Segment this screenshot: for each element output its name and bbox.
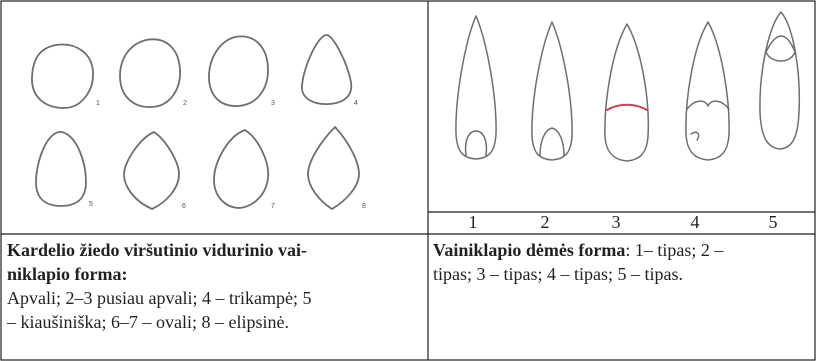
spot-shape-caption: Vainiklapio dėmės forma: 1– tipas; 2 – t… [433, 238, 813, 286]
spot-type-1 [456, 16, 496, 159]
caption-title-line-2: niklapio forma: [7, 264, 128, 284]
petal-spot-figure [429, 2, 815, 211]
petal-shape-round [32, 45, 93, 108]
caption-body-line-2: – kiaušiniška; 6–7 – ovali; 8 – elipsinė… [7, 310, 425, 334]
caption-body-line-1: Apvali; 2–3 pusiau apvali; 4 – trikampė;… [7, 286, 425, 310]
spot-number-5: 5 [758, 212, 788, 233]
petal-shapes-figure: 1 2 3 4 5 6 7 8 [2, 2, 427, 233]
petal-shape-caption: Kardelio žiedo viršutinio vidurinio vai-… [7, 238, 425, 334]
spot-type-3 [605, 24, 648, 161]
caption-title-line-1: Kardelio žiedo viršutinio vidurinio vai- [7, 240, 307, 260]
shape-number-1: 1 [96, 100, 100, 107]
petal-shape-semi-round-b [209, 36, 268, 106]
shape-number-3: 3 [271, 100, 275, 107]
shape-number-2: 2 [183, 100, 187, 107]
shape-number-4: 4 [354, 100, 358, 107]
shape-number-7: 7 [271, 203, 275, 210]
spot-caption-line-2: tipas; 3 – tipas; 4 – tipas; 5 – tipas. [433, 262, 813, 286]
spot-caption-line-1: : 1– tipas; 2 – [625, 240, 723, 260]
spot-type-4 [686, 22, 729, 160]
petal-shape-triangular [302, 35, 351, 104]
petal-shape-oval-a [124, 132, 179, 209]
petal-shape-elliptic [308, 127, 359, 209]
spot-type-5 [760, 12, 799, 149]
shape-number-6: 6 [182, 203, 186, 210]
shape-number-8: 8 [362, 203, 366, 210]
spot-number-4: 4 [680, 212, 710, 233]
spot-number-1: 1 [458, 212, 488, 233]
shape-number-5: 5 [89, 201, 93, 208]
petal-shape-oval-b [214, 130, 268, 208]
spot-number-row: 1 2 3 4 5 [429, 212, 815, 234]
spot-caption-title: Vainiklapio dėmės forma [433, 240, 625, 260]
spot-number-2: 2 [530, 212, 560, 233]
spot-type-2 [532, 22, 572, 160]
petal-shape-ovate [36, 132, 86, 206]
petal-shape-semi-round-a [120, 39, 180, 107]
spot-number-3: 3 [601, 212, 631, 233]
